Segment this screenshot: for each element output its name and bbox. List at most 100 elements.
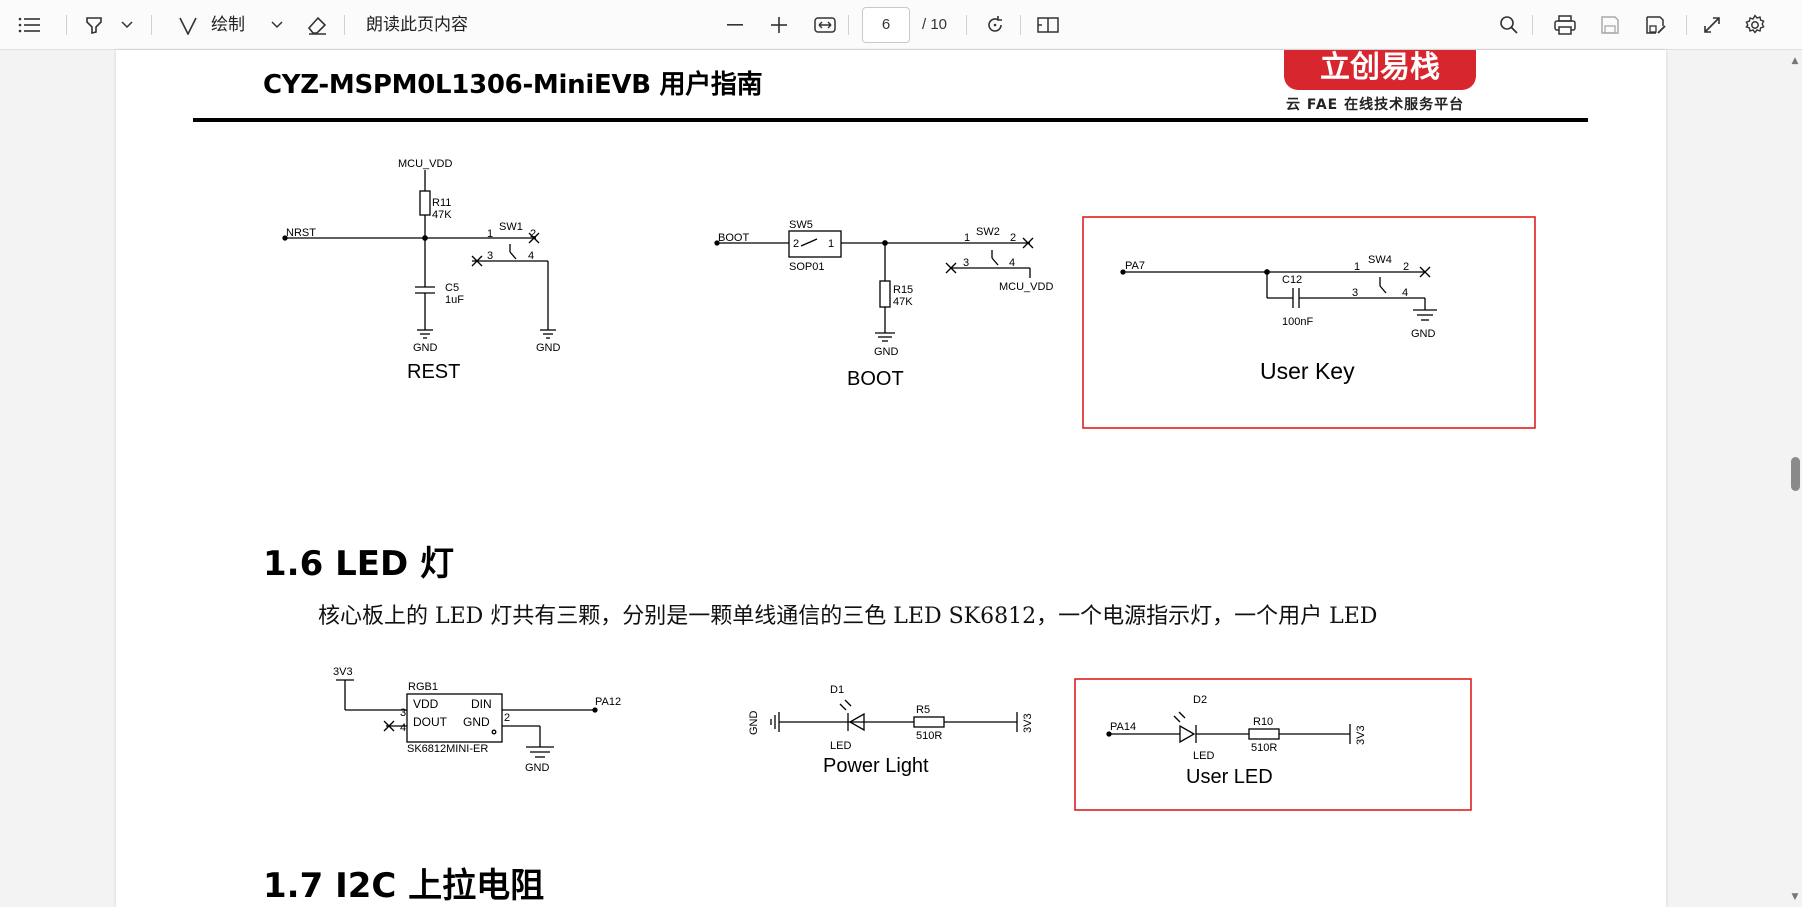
document-header-title: CYZ-MSPM0L1306-MiniEVB 用户指南 [263,70,763,100]
section-led-paragraph: 核心板上的 LED 灯共有三颗，分别是一颗单线通信的三色 LED SK6812，… [318,604,1378,629]
rgb-label: 2 [504,712,510,724]
user-led-highlight-box [1074,678,1472,811]
contents-icon[interactable] [16,0,42,50]
draw-button-label[interactable]: 绘制 [211,15,245,35]
user-led-label: PA14 [1110,721,1136,733]
page-number-input[interactable]: 6 [862,7,910,43]
save-icon [1598,0,1622,50]
reset-label: 1 [487,228,493,240]
reset-label: GND [413,342,438,354]
toolbar-divider [1532,15,1533,35]
section-heading-led: 1.6 LED 灯 [263,544,455,584]
schematic-figures: MCU_VDD R11 47K NRST SW1 1 2 3 4 C5 1uF … [282,158,1536,811]
power-light-label: D1 [830,684,844,696]
zoom-in-icon[interactable] [768,0,790,50]
power-light-label: R5 [916,704,930,716]
save-as-icon[interactable] [1643,0,1669,50]
chevron-down-icon[interactable] [268,0,286,50]
expand-icon[interactable] [1700,0,1724,50]
user-led-label: 3V3 [1355,725,1367,745]
read-aloud-button[interactable]: 朗读此页内容 [366,15,468,35]
scrollbar-thumb[interactable] [1791,457,1800,491]
reset-label: SW1 [499,221,523,233]
power-light-caption: Power Light [823,755,929,777]
section-heading-i2c: 1.7 I2C 上拉电阻 [263,866,545,906]
page-total: / 10 [922,16,948,33]
user-led-label: R10 [1253,716,1273,728]
rgb-label: GND [525,762,550,774]
user-key-label: C12 [1282,274,1302,286]
boot-label: 1 [828,238,834,250]
toolbar-divider [1020,15,1021,35]
reset-label: 2 [530,228,536,240]
reset-label: 1uF [445,294,464,306]
reset-label: 3 [487,250,493,262]
boot-label: BOOT [718,232,749,244]
toolbar-divider [66,15,67,35]
user-key-label: 3 [1352,287,1358,299]
chevron-down-icon[interactable] [118,0,136,50]
rgb-label: DOUT [413,715,448,729]
boot-label: SW5 [789,219,813,231]
eraser-icon[interactable] [304,0,330,50]
power-light-label: GND [748,711,760,736]
rgb-label: PA12 [595,696,621,708]
boot-caption: BOOT [847,368,904,390]
boot-label: 3 [963,257,969,269]
toolbar-divider [1686,15,1687,35]
page-view-icon[interactable] [1036,0,1060,50]
rotate-icon[interactable] [983,0,1007,50]
company-logo-subtitle: 云 FAE 在线技术服务平台 [1286,97,1465,113]
fit-width-icon[interactable] [812,0,838,50]
user-led-label: 510R [1251,742,1277,754]
reset-label: R11 [432,197,451,209]
toolbar-divider [344,15,345,35]
user-key-label: GND [1411,328,1436,340]
boot-label: 2 [1010,232,1016,244]
reset-circuit [282,170,556,339]
boot-label: GND [874,346,899,358]
settings-gear-icon[interactable] [1743,0,1767,50]
reset-caption: REST [407,361,460,383]
user-key-circuit [1120,266,1437,321]
rgb-label: RGB1 [408,681,438,693]
draw-icon[interactable] [176,0,200,50]
user-led-circuit [1106,711,1351,744]
boot-label: SW2 [976,226,1000,238]
rgb-label: 4 [400,722,406,734]
boot-label: 1 [964,232,970,244]
zoom-out-icon[interactable] [724,0,746,50]
user-led-label: D2 [1193,694,1207,706]
boot-label: SOP01 [789,261,824,273]
user-key-caption: User Key [1260,358,1355,384]
rgb-label: GND [463,715,490,729]
toolbar-divider [848,15,849,35]
boot-label: 2 [793,238,799,250]
user-key-highlight-box [1082,216,1536,429]
boot-label: MCU_VDD [999,281,1053,293]
rgb-label: VDD [413,697,439,711]
user-led-caption: User LED [1186,766,1273,788]
reset-label: 4 [528,250,534,262]
scroll-down-icon[interactable]: ▼ [1791,892,1799,902]
company-logo: 立创易栈 [1284,50,1476,90]
user-key-label: 1 [1354,261,1360,273]
scroll-up-icon[interactable]: ▲ [1791,56,1799,66]
rgb-label: 3 [400,707,406,719]
reset-label: GND [536,342,561,354]
search-icon[interactable] [1497,0,1521,50]
highlight-icon[interactable] [82,0,106,50]
boot-label: R15 [893,284,913,296]
user-key-label: 4 [1402,287,1408,299]
print-icon[interactable] [1552,0,1578,50]
power-light-label: 3V3 [1022,713,1034,733]
power-light-label: 510R [916,730,942,742]
rgb-label: SK6812MINI-ER [407,743,488,755]
header-rule [193,118,1588,122]
rgb-label: 3V3 [333,666,353,678]
reset-label: C5 [445,282,459,294]
toolbar-divider [966,15,967,35]
power-light-label: LED [830,740,851,752]
power-light-circuit [770,699,1018,732]
user-key-label: PA7 [1125,260,1145,272]
